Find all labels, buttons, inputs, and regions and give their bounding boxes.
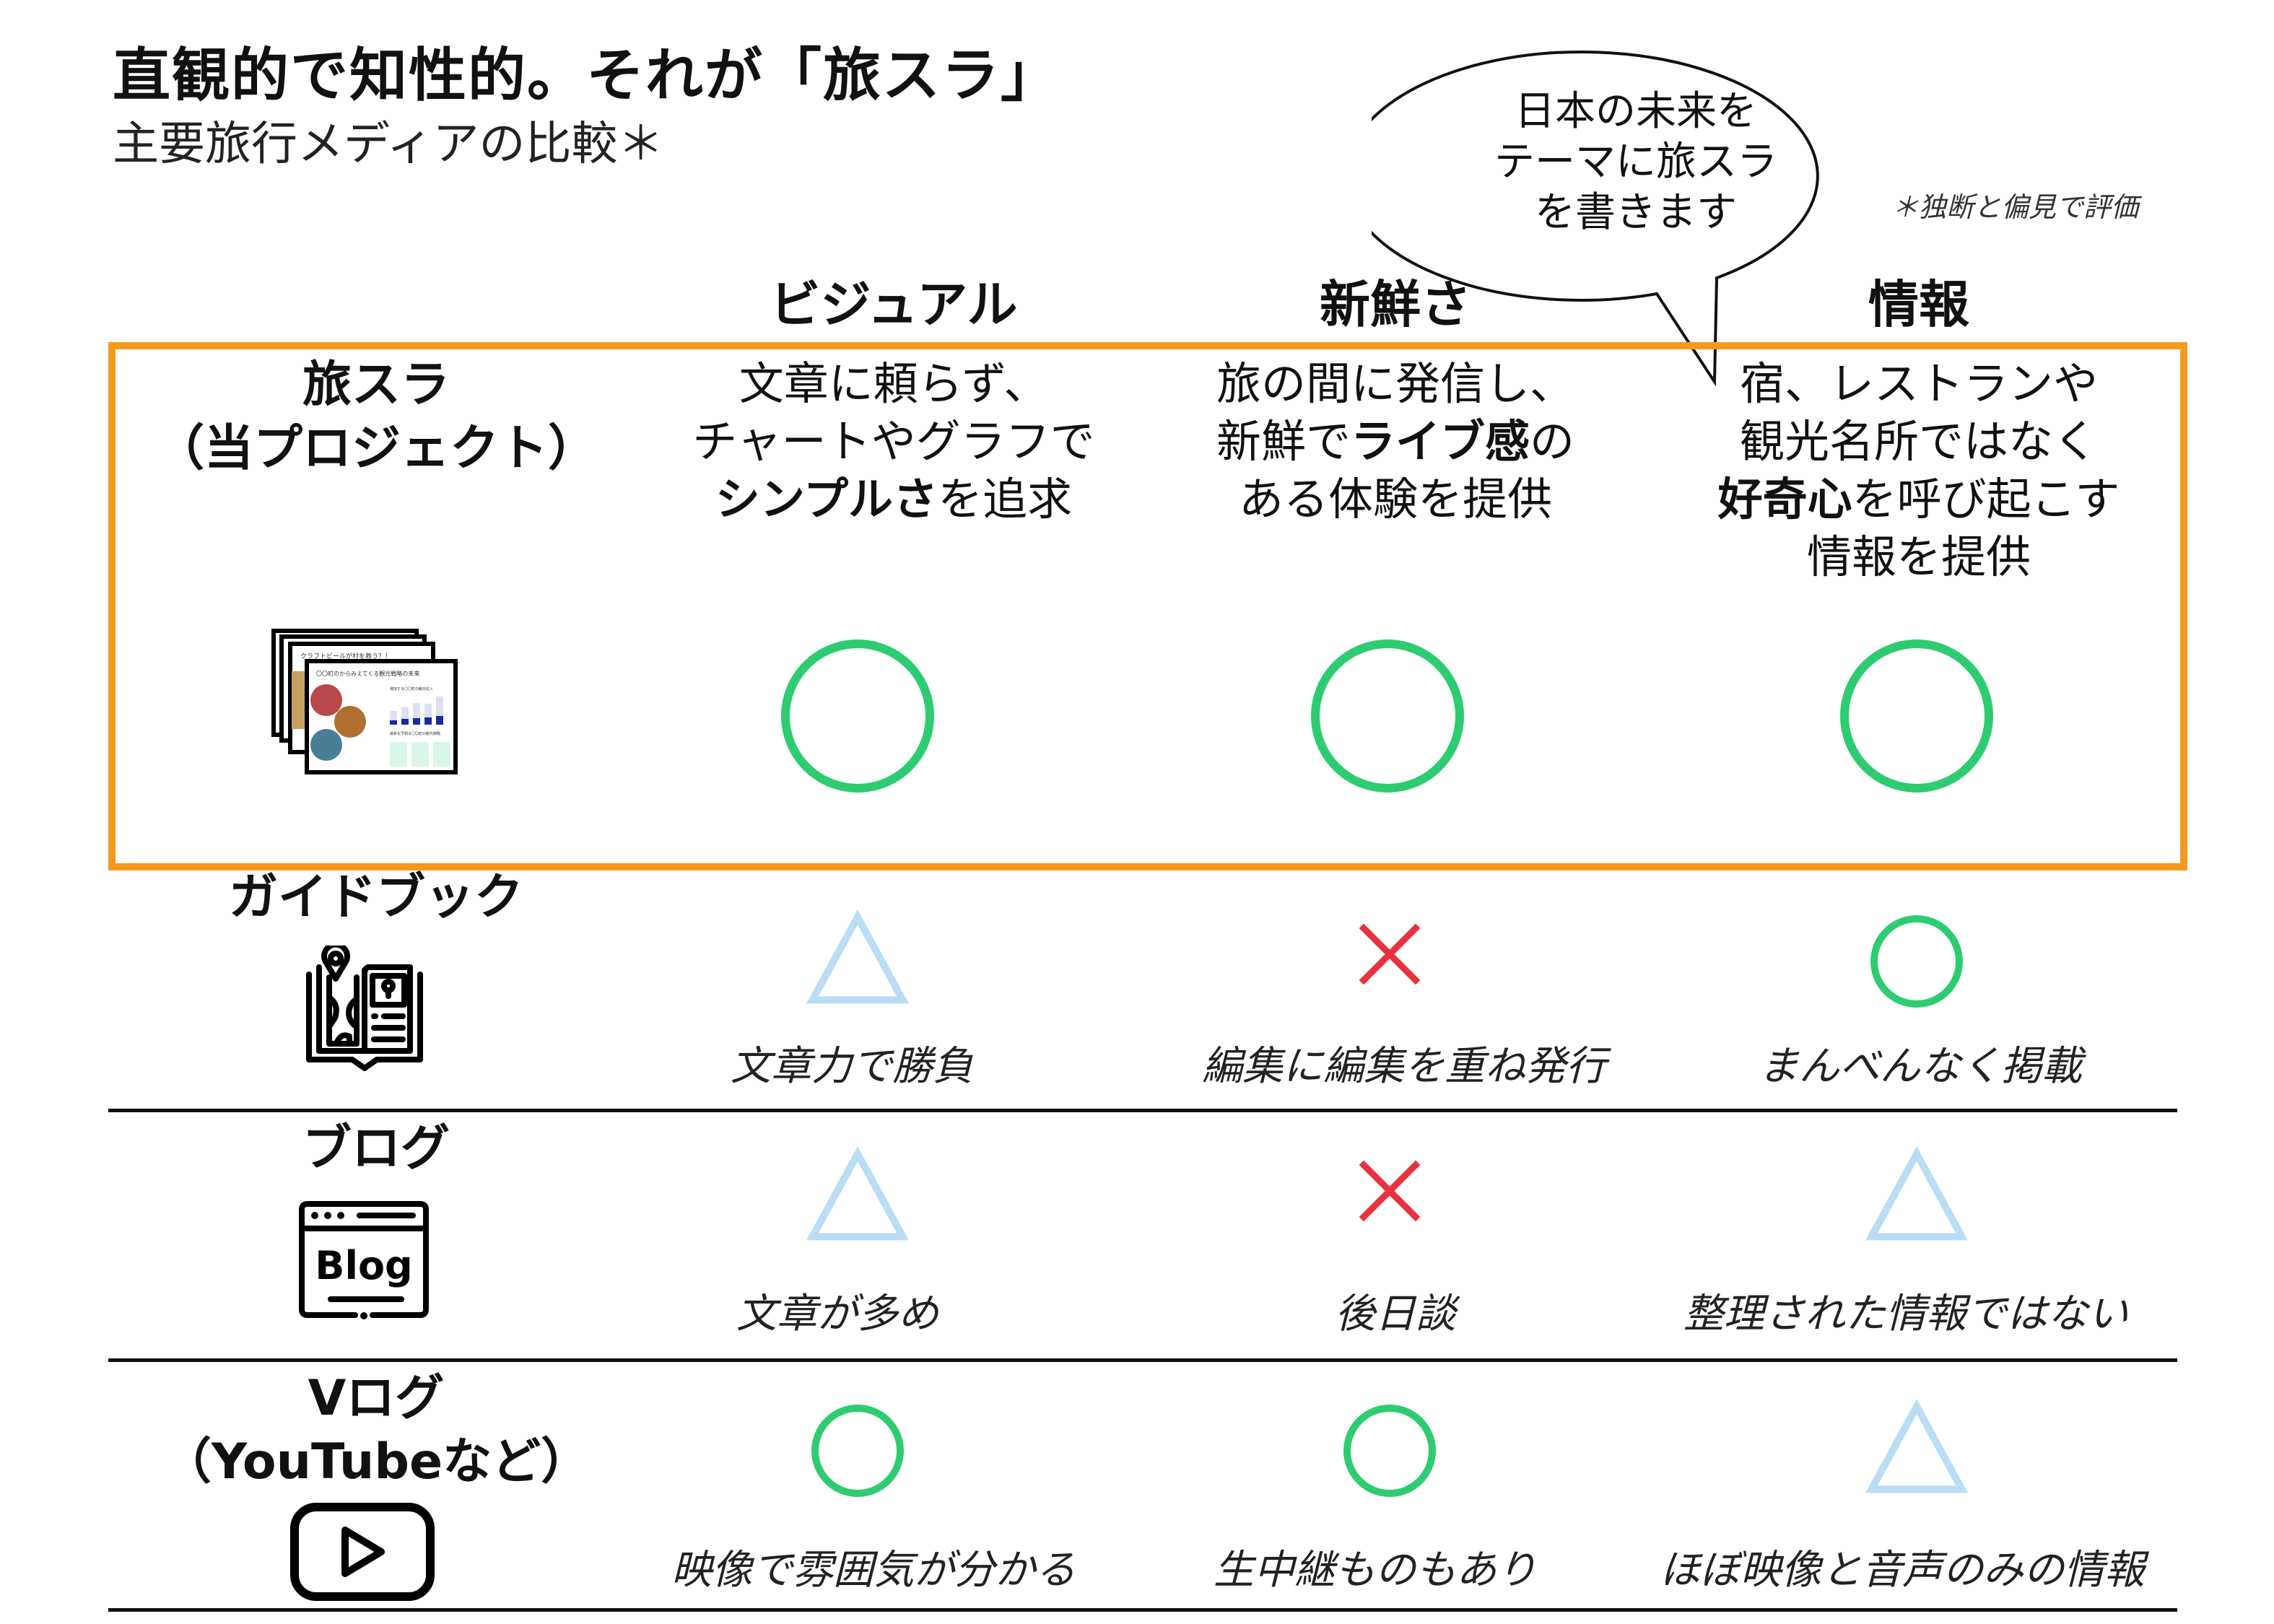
rating-good-mark [1870,915,1963,1008]
speech-bubble-line: テーマに旅スラ [1494,139,1777,185]
thumbnail-text: 最新化予測る〇〇町の観光戦略 [390,731,440,736]
column-header-information: 情報 [1868,275,1969,334]
cell-note: 生中継ものもあり [1214,1547,1537,1594]
triangle-icon [806,1146,910,1241]
rating-fair-mark [1865,1399,1969,1493]
cell-description-visual: 文章に頼らず、 チャートやグラフで シンプルさを追求 [619,355,1168,528]
guidebook-map-icon [306,946,423,1071]
desc-line: シンプルさを追求 [715,473,1073,525]
desc-line: 文章に頼らず、 [739,357,1049,410]
thumbnail-bar-chart [390,697,443,725]
cell-note: 整理された情報ではない [1683,1291,2128,1337]
row-label-line: （YouTubeなど） [162,1433,591,1490]
cell-note: 編集に編集を重ね発行 [1202,1043,1606,1090]
row-label-line: （当プロジェクト） [154,420,597,477]
row-label-line: 旅スラ [302,357,450,414]
emphasis-text: シンプルさ [715,473,938,525]
rating-good-mark [1840,639,1993,793]
speech-bubble-text: 日本の未来を テーマに旅スラ を書きます [1419,87,1852,238]
cell-note: 文章が多め [736,1291,938,1337]
blog-browser-icon: Blog [299,1201,429,1319]
circle-icon [1311,639,1464,793]
triangle-icon [1865,1146,1969,1241]
cell-note: 映像で雰囲気が分かる [671,1547,1076,1594]
desc-line: 好奇心を呼び起こす [1717,473,2120,525]
rating-good-mark [781,639,934,793]
row-label-tabisura: 旅スラ （当プロジェクト） [145,354,607,481]
rating-good-mark [811,1405,904,1497]
cross-icon [1359,923,1421,985]
triangle-icon [806,909,910,1004]
rating-fair-mark [806,1146,910,1241]
desc-line: ある体験を提供 [1238,473,1552,525]
cross-icon [1359,1160,1421,1222]
cell-description-freshness: 旅の間に発信し、 新鮮でライブ感の ある体験を提供 [1121,355,1670,528]
rating-good-mark [1311,639,1464,793]
cell-note: 文章力で勝負 [731,1043,973,1090]
circle-icon [1870,915,1963,1008]
row-label-vlog: Vログ （YouTubeなど） [145,1367,607,1494]
cell-note: 後日談 [1335,1291,1456,1337]
row-divider [108,1608,2177,1612]
triangle-icon [1865,1399,1969,1493]
column-header-freshness: 新鮮さ [1320,275,1471,334]
row-divider [108,1109,2177,1112]
thumbnail-text: クラフトビールが村を救う？！ [300,652,391,660]
row-label-line: ガイドブック [228,869,523,926]
desc-line: チャートやグラフで [692,415,1095,468]
page-subtitle: 主要旅行メディアの比較＊ [113,118,664,171]
cell-note: ほぼ映像と音声のみの情報 [1660,1547,2145,1594]
column-header-visual: ビジュアル [770,275,1018,334]
circle-icon [1840,639,1993,793]
desc-line: 情報を提供 [1806,531,2031,583]
speech-bubble [1372,50,1819,387]
circle-icon [811,1405,904,1497]
thumbnail-text: 〇〇町のからみえてくる観光戦略の未来 [316,670,419,677]
desc-line: 宿、レストランや [1739,357,2098,410]
rating-fair-mark [806,909,910,1004]
circle-icon [1343,1405,1436,1497]
page-title: 直観的で知性的。それが「旅スラ」 [113,42,1060,109]
footnote: ＊独断と偏見で評価 [1891,191,2139,223]
speech-bubble-line: 日本の未来を [1515,88,1757,135]
row-label-blog: ブログ [145,1117,607,1181]
desc-line: 旅の間に発信し、 [1216,357,1574,410]
emphasis-text: 好奇心 [1717,473,1852,525]
desc-line: 新鮮でライブ感の [1216,415,1575,468]
video-play-icon [290,1503,435,1601]
rating-fair-mark [1865,1146,1969,1241]
rating-poor-mark [1359,923,1421,985]
circle-icon [781,639,934,793]
row-label-line: Vログ [308,1370,445,1427]
cell-description-information: 宿、レストランや 観光名所ではなく 好奇心を呼び起こす 情報を提供 [1644,355,2193,586]
highlight-box [108,342,2187,870]
rating-good-mark [1343,1405,1436,1497]
row-label-guidebook: ガイドブック [145,866,607,930]
thumbnail-text: 増加する〇〇町の観光収入 [390,686,433,691]
cell-note: まんべんなく掲載 [1759,1043,2082,1090]
slides-stack-icon: クラフトビールが村を救う？！ 〇〇町のからみえてくる観光戦略の未来 増加する〇〇… [271,629,458,774]
row-divider [108,1358,2177,1362]
desc-line: 観光名所ではなく [1739,415,2098,468]
speech-bubble-shape [1372,50,1819,387]
speech-bubble-line: を書きます [1535,189,1737,236]
rating-poor-mark [1359,1160,1421,1222]
emphasis-text: ライブ感 [1350,415,1530,468]
row-label-line: ブログ [302,1120,450,1177]
blog-icon-text: Blog [315,1243,412,1288]
